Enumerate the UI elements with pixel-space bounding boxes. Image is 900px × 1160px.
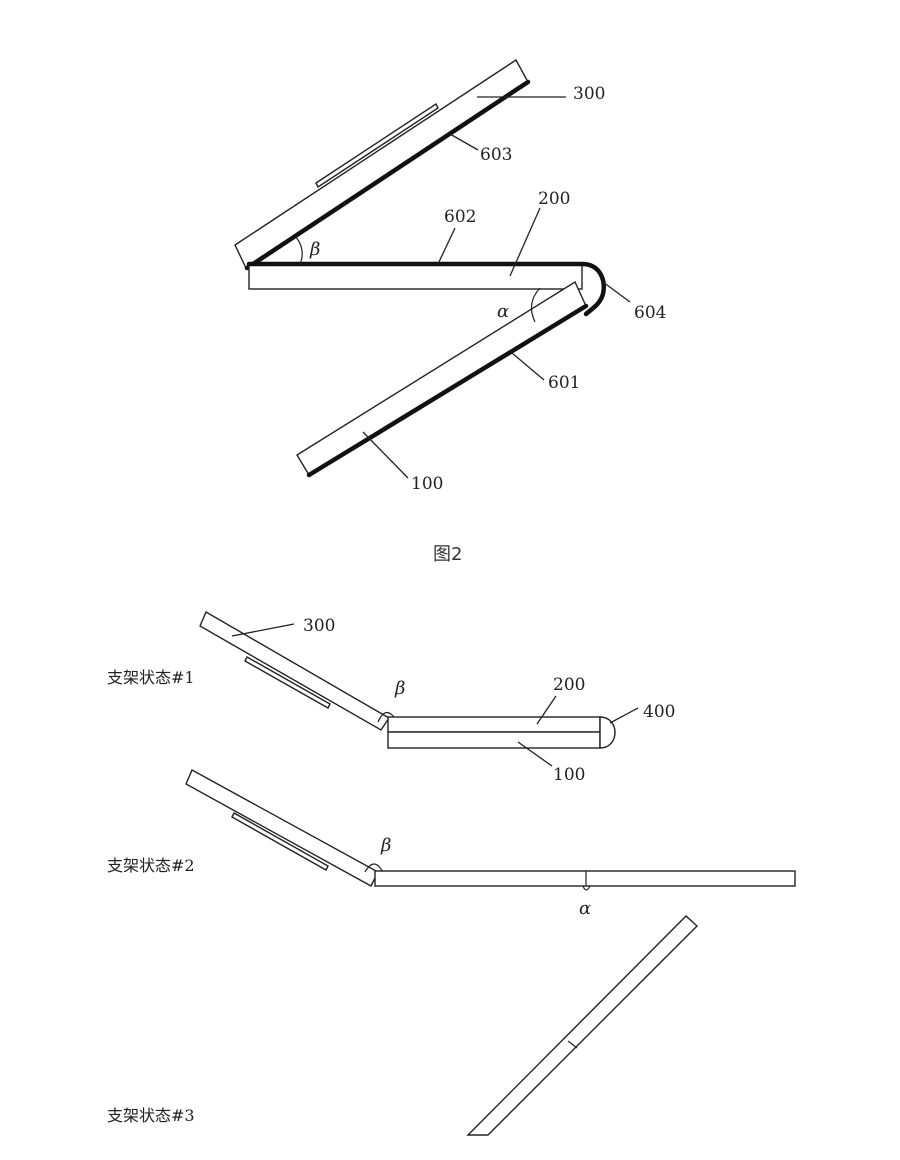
- state3-panel: [466, 915, 699, 1136]
- leader-601: [511, 352, 545, 381]
- state1-label-100: 100: [553, 765, 585, 785]
- state1-label-400: 400: [643, 702, 675, 722]
- state2-title: 支架状态#2: [107, 856, 195, 875]
- state-3: 支架状态#3: [107, 915, 699, 1136]
- layer-602-604: [246, 261, 606, 317]
- layer-601: [306, 303, 589, 478]
- label-602: 602: [444, 207, 476, 227]
- layer-603: [244, 79, 531, 271]
- angle-arc-alpha: [530, 287, 541, 323]
- state2-panel-flat: [374, 870, 796, 887]
- state1-title: 支架状态#1: [107, 668, 195, 687]
- label-603: 603: [480, 145, 512, 165]
- angle-arc-beta: [295, 236, 303, 265]
- state2-panel-strip: [231, 812, 329, 871]
- state1-leader-200: [536, 695, 557, 725]
- state2-label-alpha: α: [579, 898, 591, 919]
- state1-panel-100: [387, 731, 601, 749]
- state-2: β α 支架状态#2: [107, 769, 796, 919]
- state3-title: 支架状态#3: [107, 1106, 195, 1125]
- panel-200: [248, 264, 583, 290]
- figure-2: 300 603 602 200 604 601 100 β α 图2: [234, 58, 666, 565]
- leader-200: [509, 207, 541, 277]
- state1-label-300: 300: [303, 616, 335, 636]
- leader-604: [602, 281, 631, 303]
- label-601: 601: [548, 373, 580, 393]
- label-300: 300: [573, 84, 605, 104]
- label-alpha: α: [497, 301, 509, 322]
- label-100: 100: [411, 474, 443, 494]
- state1-panel-300: [199, 610, 390, 731]
- leader-100: [362, 431, 409, 479]
- state3-panel-joint: [567, 1040, 578, 1049]
- state-1: 300 β 200 400 100 支架状态#1: [107, 610, 675, 785]
- state1-panel-300-strip: [244, 656, 331, 709]
- label-200: 200: [538, 189, 570, 209]
- state2-alpha-bump: [582, 885, 591, 891]
- state1-end-400: [599, 716, 616, 749]
- state1-leader-300: [231, 623, 295, 637]
- state2-label-beta: β: [380, 835, 391, 856]
- state1-label-beta: β: [394, 678, 405, 699]
- leader-602: [437, 227, 456, 265]
- figure-2-caption: 图2: [433, 544, 462, 565]
- state2-panel-upper: [185, 769, 379, 887]
- state1-label-200: 200: [553, 675, 585, 695]
- panel-300-strip: [315, 102, 439, 189]
- label-604: 604: [634, 303, 666, 323]
- leader-603: [449, 133, 479, 151]
- state1-panel-200: [387, 716, 601, 733]
- state1-leader-100: [517, 741, 553, 767]
- state2-hinge-bump: [364, 863, 384, 873]
- label-beta: β: [309, 239, 320, 260]
- state1-leader-400: [609, 707, 639, 724]
